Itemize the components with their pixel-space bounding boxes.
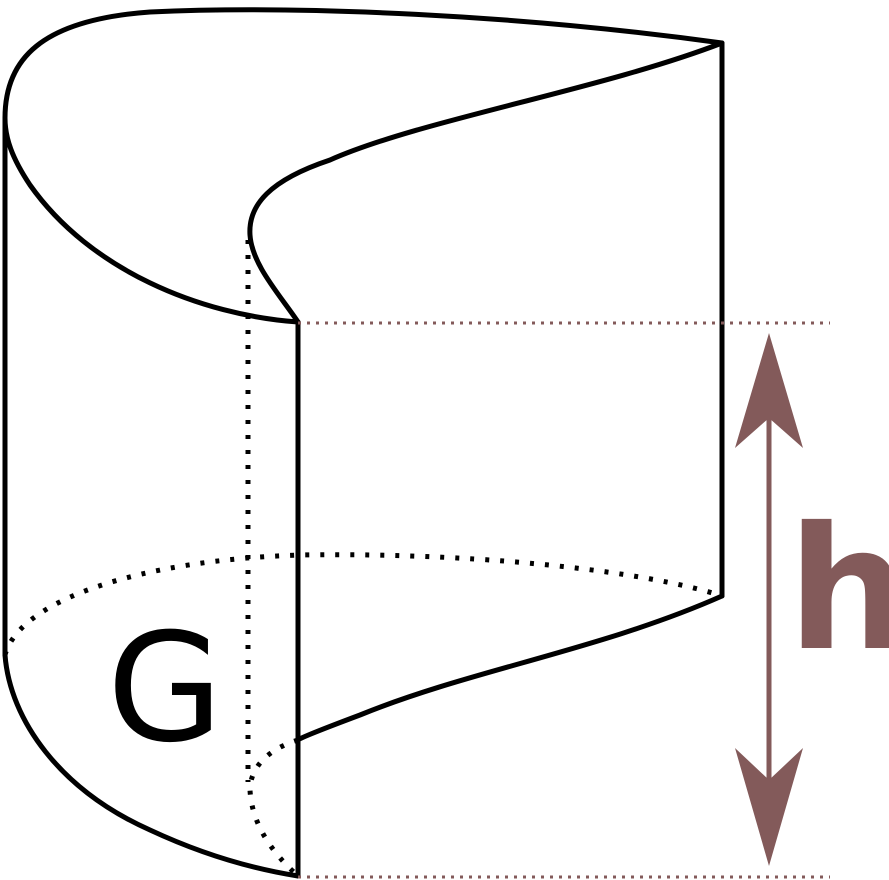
height-arrow-head-down xyxy=(735,748,803,866)
top-face-outline xyxy=(2,7,725,325)
base-label: G xyxy=(107,602,223,776)
height-arrow-head-up xyxy=(735,333,803,448)
height-label: h xyxy=(787,491,889,689)
hidden-bottom-inner-curve xyxy=(247,737,300,878)
bottom-left-arc xyxy=(2,652,301,879)
bottom-front-edge xyxy=(295,593,725,743)
